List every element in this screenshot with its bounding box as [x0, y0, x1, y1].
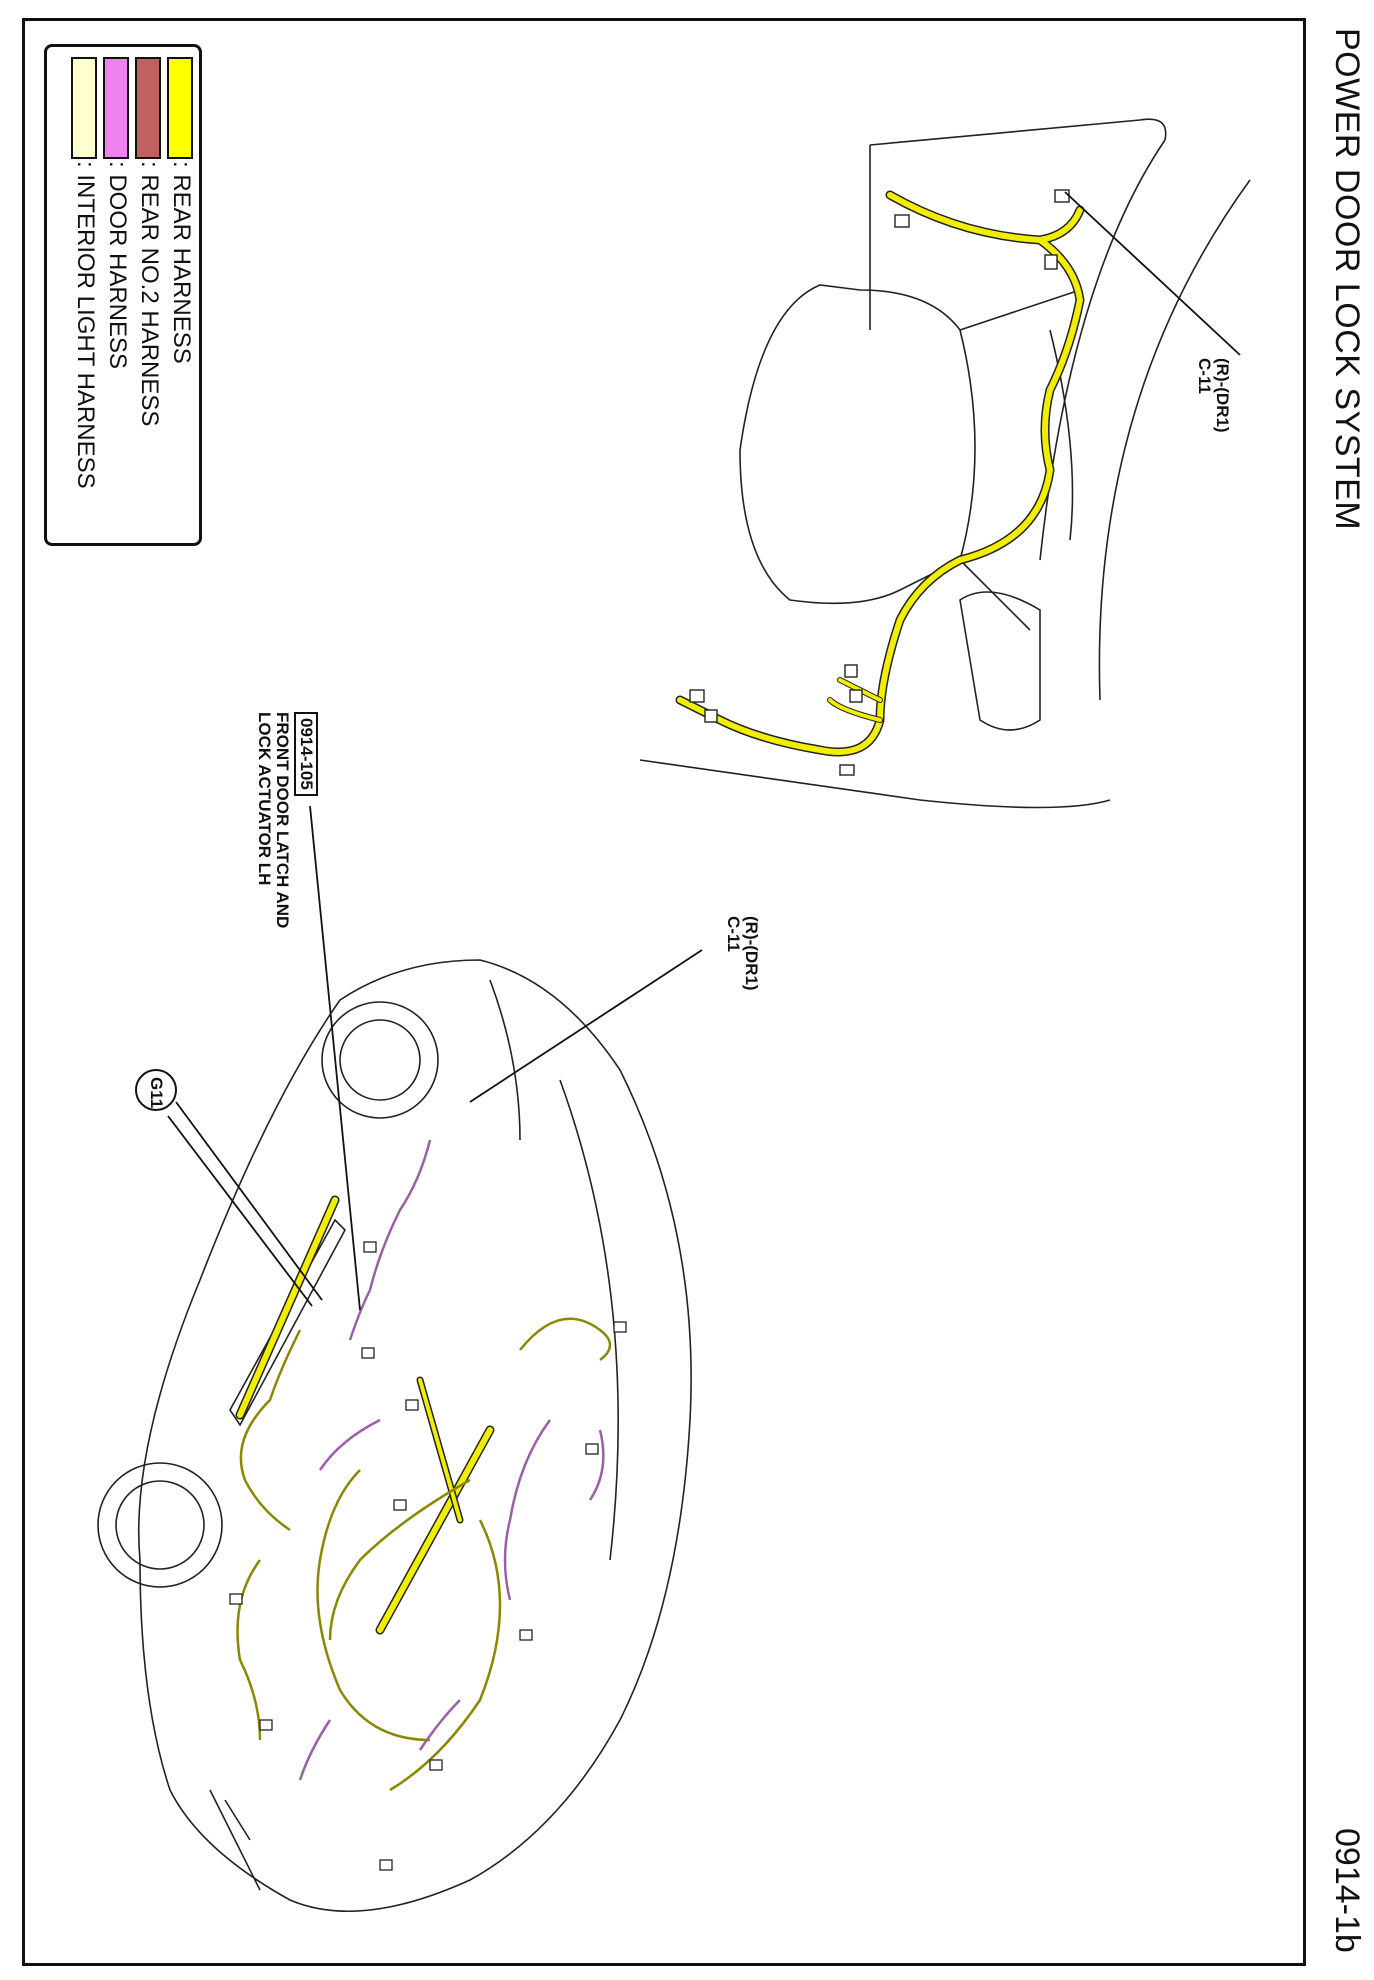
component-name-line1: FRONT DOOR LATCH AND — [273, 712, 292, 929]
legend-swatch-interior-light-harness — [71, 57, 97, 159]
component-ref-box: 0914-105 — [294, 712, 318, 796]
rear-harness-main — [235, 1195, 495, 1635]
main-connector-label-line2: C-11 — [724, 916, 743, 952]
top-connector-leader-line — [1064, 191, 1241, 356]
rear-harness-top-view — [675, 190, 1085, 757]
main-view-connectors — [229, 1241, 627, 1871]
door-harness-main — [298, 1139, 605, 1781]
component-name-line2: LOCK ACTUATOR LH — [255, 712, 274, 886]
page-frame — [22, 18, 1306, 1966]
ground-callout-circle — [135, 1069, 177, 1111]
top-connector-label-line1: (R)-(DR1) — [1213, 358, 1232, 433]
interior-light-harness-main — [236, 1317, 612, 1792]
vehicle-body-outline — [97, 959, 692, 1913]
legend-swatch-rear-no2-harness — [135, 57, 161, 159]
legend-swatch-rear-harness — [167, 57, 193, 159]
harness-legend: : REAR HARNESS : REAR NO.2 HARNESS : DOO… — [44, 44, 202, 546]
ground-label: G11 — [147, 1077, 166, 1109]
component-ref-number: 0914-105 — [294, 712, 318, 796]
main-view-leader-lines — [167, 805, 703, 1311]
legend-swatch-door-harness — [103, 57, 129, 159]
top-connector-label-line2: C-11 — [1195, 358, 1214, 394]
top-view-connectors — [689, 189, 1070, 776]
main-connector-label-line1: (R)-(DR1) — [742, 916, 761, 991]
